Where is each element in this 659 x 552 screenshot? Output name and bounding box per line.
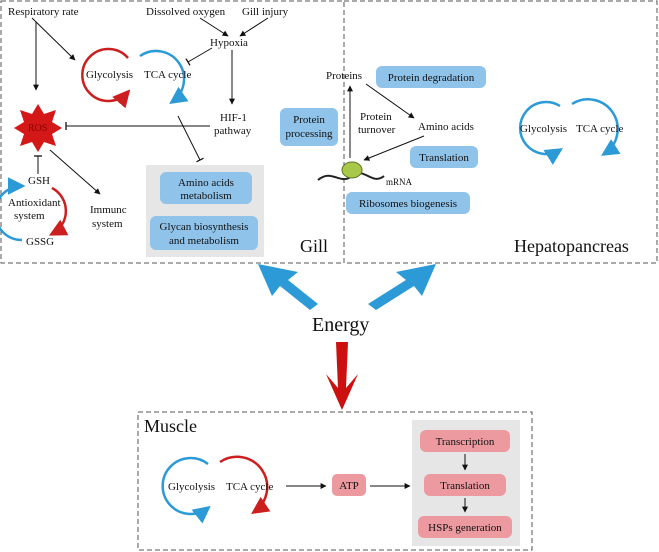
amino-acids-label: Amino acids bbox=[418, 121, 474, 133]
antioxidant-blue-cycle bbox=[0, 177, 26, 242]
protein-degradation-label: Protein degradation bbox=[388, 72, 475, 84]
translation-label: Translation bbox=[419, 152, 469, 164]
muscle-glycolysis-cycle bbox=[161, 456, 211, 524]
hsps-generation-box bbox=[418, 516, 512, 538]
gill-injury-label: Gill injury bbox=[242, 6, 289, 18]
hepatopancreas-title: Hepatopancreas bbox=[514, 236, 629, 256]
injury-to-hypoxia-arrow bbox=[239, 17, 269, 37]
muscle-translation-label: Translation bbox=[440, 480, 490, 492]
antioxidant-label: Antioxidant bbox=[8, 197, 61, 209]
gill-glycolysis-cycle bbox=[81, 47, 131, 109]
dissolved-oxygen-label: Dissolved oxygen bbox=[146, 6, 226, 18]
gill-tca-cycle bbox=[139, 49, 189, 105]
glycan-line2: and metabolism bbox=[169, 235, 239, 247]
muscle-panel: Muscle Glycolysis TCA cycle ATP Transcri… bbox=[137, 411, 533, 551]
ros-label: ROS bbox=[28, 123, 47, 134]
transcription-label: Transcription bbox=[436, 436, 495, 448]
tca-inhibit-amino bbox=[177, 115, 204, 163]
oxygen-to-hypoxia-arrow bbox=[199, 17, 229, 37]
amino-acids-metabolism-box bbox=[160, 172, 252, 204]
ros-star bbox=[14, 104, 62, 152]
amino-metab-line1: Amino acids bbox=[178, 177, 234, 189]
glycan-biosynthesis-box bbox=[150, 216, 258, 250]
energy-right-blue-arrow bbox=[368, 264, 436, 310]
hepatopancreas-panel: Proteins Protein degradation Protein pro… bbox=[280, 0, 658, 264]
hif1-label: HIF-1 bbox=[220, 112, 247, 124]
immune-label: Immunc bbox=[90, 204, 127, 216]
hepato-tca-cycle bbox=[571, 98, 621, 156]
hypoxia-inhibit-tca bbox=[185, 47, 213, 66]
protein-processing-box bbox=[280, 108, 338, 146]
gill-tca-label: TCA cycle bbox=[144, 69, 191, 81]
protein-turnover-line1: Protein bbox=[360, 111, 392, 123]
muscle-glycolysis-label: Glycolysis bbox=[168, 481, 215, 493]
energy-down-red-arrow bbox=[326, 342, 358, 410]
energy-left-blue-arrow bbox=[258, 264, 318, 310]
immune-system-label: system bbox=[92, 218, 123, 230]
glycan-line1: Glycan biosynthesis bbox=[160, 221, 249, 233]
energy-label: Energy bbox=[312, 314, 369, 336]
atp-label: ATP bbox=[339, 480, 359, 492]
amino-to-ribosome-arrow bbox=[363, 135, 425, 161]
protein-processing-line1: Protein bbox=[293, 114, 325, 126]
muscle-tca-cycle bbox=[219, 455, 271, 514]
hif1-pathway-label: pathway bbox=[214, 125, 252, 137]
amino-metab-line2: metabolism bbox=[180, 190, 232, 202]
hsps-label: HSPs generation bbox=[428, 522, 502, 534]
ribosome-icon bbox=[341, 161, 363, 179]
muscle-translation-box bbox=[424, 474, 506, 496]
hepato-glycolysis-label: Glycolysis bbox=[520, 123, 567, 135]
antioxidant-system-label: system bbox=[14, 210, 45, 222]
gssg-label: GSSG bbox=[26, 236, 54, 248]
gill-glycolysis-label: Glycolysis bbox=[86, 69, 133, 81]
gill-panel: Respiratory rate Dissolved oxygen Gill i… bbox=[0, 0, 345, 264]
proteins-label: Proteins bbox=[326, 70, 362, 82]
resp-to-glycolysis-arrow bbox=[31, 17, 76, 61]
hypoxia-label: Hypoxia bbox=[210, 37, 248, 49]
ribosomes-biogenesis-box bbox=[346, 192, 470, 214]
protein-degradation-box bbox=[376, 66, 486, 88]
energy-group: Energy bbox=[258, 264, 436, 410]
ros-to-immune-arrow bbox=[49, 149, 101, 195]
antioxidant-red-cycle bbox=[48, 186, 69, 236]
protein-turnover-line2: turnover bbox=[358, 124, 396, 136]
protein-processing-line2: processing bbox=[285, 128, 333, 140]
muscle-title: Muscle bbox=[144, 416, 197, 436]
mrna-label: mRNA bbox=[386, 177, 413, 187]
muscle-tca-label: TCA cycle bbox=[226, 481, 273, 493]
transcription-box bbox=[420, 430, 510, 452]
gsh-label: GSH bbox=[28, 175, 50, 187]
atp-box bbox=[332, 474, 366, 496]
ribosomes-label: Ribosomes biogenesis bbox=[359, 198, 457, 210]
gill-title: Gill bbox=[300, 236, 328, 256]
respiratory-rate-label: Respiratory rate bbox=[8, 6, 79, 18]
proteins-to-amino-arrow bbox=[365, 83, 415, 119]
hepato-glycolysis-cycle bbox=[518, 100, 563, 165]
translation-box bbox=[410, 146, 478, 168]
hepato-tca-label: TCA cycle bbox=[576, 123, 623, 135]
